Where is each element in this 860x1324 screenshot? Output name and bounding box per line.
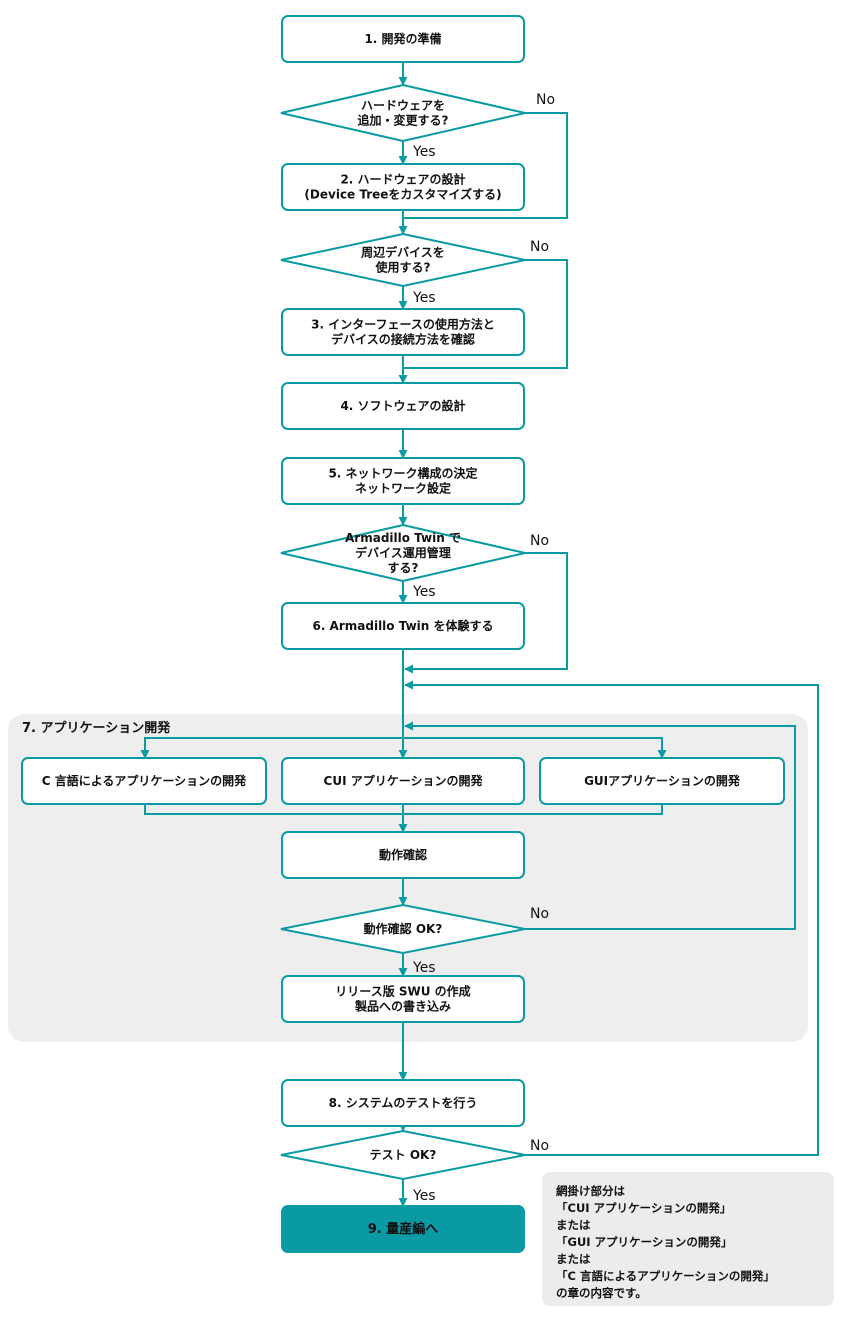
node-label-line: CUI アプリケーションの開発 <box>324 773 484 788</box>
node-label-line: 4. ソフトウェアの設計 <box>340 398 465 413</box>
note-line-1: 網掛け部分は <box>556 1184 625 1198</box>
node-label-line: テスト OK? <box>370 1148 437 1162</box>
node-label-line: 1. 開発の準備 <box>364 31 441 46</box>
label-test-yes: Yes <box>412 1188 436 1204</box>
node-label-line: (Device Treeをカスタマイズする) <box>304 187 501 202</box>
label-twin-yes: Yes <box>412 584 436 600</box>
node-label-line: ネットワーク設定 <box>355 481 451 496</box>
node-verify: 動作確認 <box>281 831 525 879</box>
label-hw-yes: Yes <box>412 144 436 160</box>
node-s1: 1. 開発の準備 <box>281 15 525 63</box>
node-box <box>539 757 785 805</box>
label-ok-no: No <box>530 906 549 922</box>
node-cui-app: CUI アプリケーションの開発 <box>281 757 525 805</box>
node-label-line: 動作確認 OK? <box>364 921 443 936</box>
node-label-line: ハードウェアを <box>361 99 445 113</box>
node-box <box>281 757 525 805</box>
edge-dev-no <box>403 259 568 369</box>
node-box <box>281 457 525 505</box>
node-s4: 4. ソフトウェアの設計 <box>281 382 525 430</box>
edge-c-app-merge <box>144 804 403 815</box>
node-s6: 6. Armadillo Twin を体験する <box>281 602 525 650</box>
node-box <box>281 831 525 879</box>
node-label-line: 2. ハードウェアの設計 <box>340 172 465 187</box>
node-label-line: 製品への書き込み <box>354 999 451 1014</box>
label-test-no: No <box>530 1138 549 1154</box>
edge-branch-to-gui-app <box>403 737 667 759</box>
note-line-5: または <box>556 1252 591 1266</box>
node-d-test: テスト OK? <box>280 1129 526 1181</box>
node-s9: 9. 量産編へ <box>281 1205 525 1253</box>
node-label-line: 5. ネットワーク構成の決定 <box>328 466 477 481</box>
node-label-line: リリース版 SWU の作成 <box>335 984 470 999</box>
node-label-line: 使用する? <box>375 260 431 275</box>
label-hw-no: No <box>536 92 555 108</box>
node-gui-app: GUIアプリケーションの開発 <box>539 757 785 805</box>
node-box <box>281 308 525 356</box>
node-box <box>281 163 525 211</box>
node-label-line: 6. Armadillo Twin を体験する <box>312 618 493 633</box>
edge-twin-no <box>404 552 568 674</box>
decision-diamond <box>280 1129 526 1181</box>
node-label-line: 動作確認 <box>379 847 427 862</box>
edge-ok-no <box>404 721 796 930</box>
node-label-line: Armadillo Twin で <box>345 531 461 545</box>
note-line-7: の章の内容です。 <box>556 1286 647 1300</box>
label-dev-no: No <box>530 239 549 255</box>
node-box <box>281 382 525 430</box>
note-line-3: または <box>556 1218 591 1232</box>
node-label-line: C 言語によるアプリケーションの開発 <box>42 773 247 788</box>
node-d-ok: 動作確認 OK? <box>280 903 526 955</box>
node-label-line: 3. インターフェースの使用方法と <box>311 317 495 332</box>
node-label-line: デバイス運用管理 <box>355 545 451 560</box>
note-line-4: 「GUI アプリケーションの開発」 <box>556 1235 732 1249</box>
node-s2: 2. ハードウェアの設計(Device Treeをカスタマイズする) <box>281 163 525 211</box>
note-line-2: 「CUI アプリケーションの開発」 <box>556 1201 731 1215</box>
node-label-line: GUIアプリケーションの開発 <box>584 773 741 788</box>
decision-diamond <box>280 903 526 955</box>
group-label: 7. アプリケーション開発 <box>22 720 171 736</box>
node-label-line: 9. 量産編へ <box>368 1221 439 1237</box>
node-box <box>281 1079 525 1127</box>
edge-gui-app-merge <box>403 804 663 815</box>
node-box <box>21 757 267 805</box>
node-label-line: する? <box>388 561 419 575</box>
note-box <box>542 1172 834 1306</box>
node-s8: 8. システムのテストを行う <box>281 1079 525 1127</box>
decision-diamond <box>280 83 526 143</box>
node-box <box>281 1205 525 1253</box>
node-label-line: 追加・変更する? <box>358 113 449 128</box>
node-box <box>281 15 525 63</box>
node-label-line: 8. システムのテストを行う <box>329 1095 478 1110</box>
label-ok-yes: Yes <box>412 960 436 976</box>
edge-branch-to-c-app <box>140 737 403 759</box>
label-twin-no: No <box>530 533 549 549</box>
edge-hw-no <box>403 112 568 219</box>
node-c-app: C 言語によるアプリケーションの開発 <box>21 757 267 805</box>
node-box <box>281 602 525 650</box>
decision-diamond <box>280 232 526 288</box>
note-line-6: 「C 言語によるアプリケーションの開発」 <box>556 1269 775 1283</box>
label-dev-yes: Yes <box>412 290 436 306</box>
decision-diamond <box>280 523 526 583</box>
node-box <box>281 975 525 1023</box>
node-label-line: デバイスの接続方法を確認 <box>331 332 475 347</box>
edge-test-no <box>404 680 819 1156</box>
node-label-line: 周辺デバイスを <box>361 245 445 260</box>
